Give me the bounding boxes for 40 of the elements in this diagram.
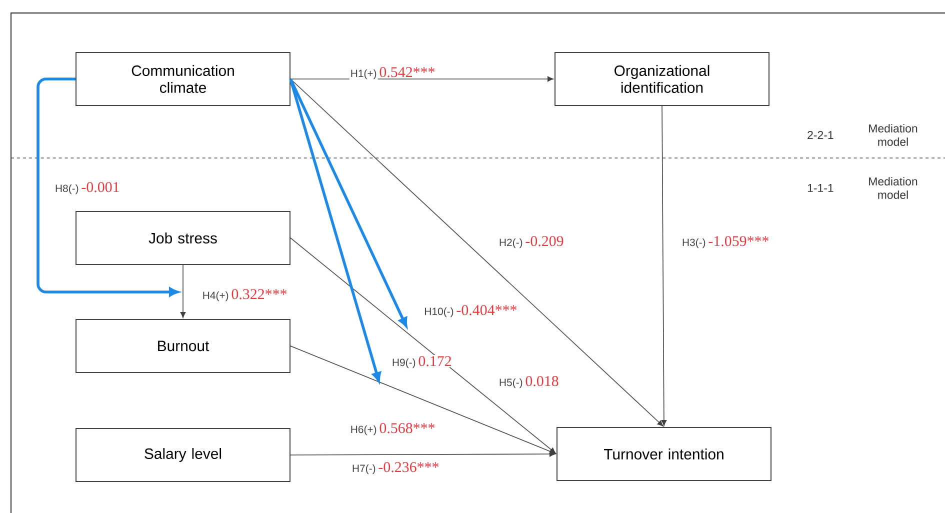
coefficient-label: -1.059*** [707,235,770,248]
edge-label: H10(-) [423,306,455,318]
arrow [290,76,554,82]
model-label: Mediation model [869,124,918,146]
arrow [36,78,179,296]
model-label: Mediation model [869,177,918,199]
arrow [290,238,556,454]
variable-box: Job stress [76,211,290,265]
coefficient-label: 0.542*** [378,66,436,78]
arrow [290,78,664,426]
edge-label: H3(-) [680,237,707,250]
arrow [290,451,556,457]
model-label: 1-1-1 [808,184,834,192]
coefficient-label: -0.404*** [455,304,518,316]
edge-label: H2(-) [498,237,524,250]
edge-label: H5(-) [498,377,524,390]
arrow [289,78,381,382]
variable-box: Salary level [76,428,290,482]
coefficient-label: -0.001 [80,181,121,194]
variable-box: Organizational identification [554,52,770,106]
variable-box: Communication climate [76,52,290,106]
edge-label: H4(+) [201,290,230,302]
coefficient-label: 0.172 [417,355,453,368]
variable-box: Burnout [76,319,290,373]
edge-label: H9(-) [390,357,417,370]
arrow [290,346,556,454]
model-label: 2-2-1 [808,131,834,139]
arrow [289,78,408,327]
arrow [661,106,667,426]
coefficient-label: 0.568*** [378,422,436,434]
arrow [180,264,186,318]
coefficient-label: 0.322*** [230,288,288,300]
edge-label: H8(-) [54,183,80,196]
edge-label: H1(+) [349,68,378,80]
coefficient-label: 0.018 [524,375,560,388]
coefficient-label: -0.236*** [377,461,440,474]
coefficient-label: -0.209 [524,235,565,248]
edge-label: H7(-) [350,463,377,476]
variable-box: Turnover intention [556,427,772,481]
edge-label: H6(+) [349,424,378,436]
